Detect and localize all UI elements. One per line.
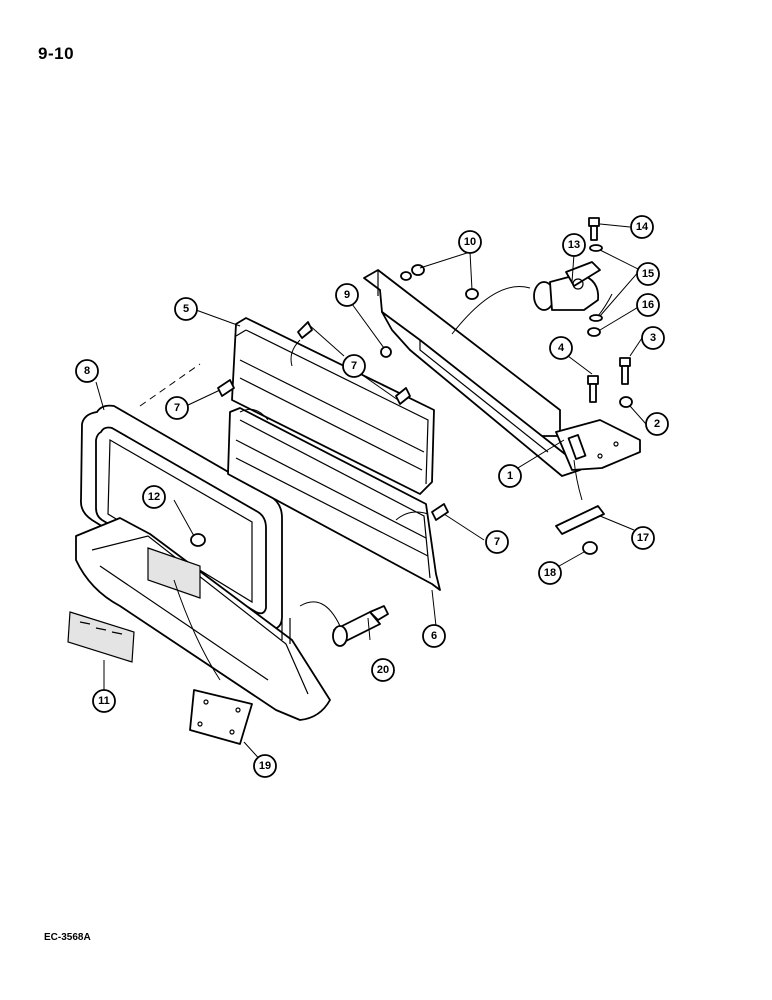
part-plate	[189, 689, 253, 745]
svg-text:6: 6	[431, 630, 437, 642]
callout-17: 17	[631, 526, 655, 550]
page-number: 9-10	[38, 44, 75, 63]
callout-19: 19	[253, 754, 277, 778]
svg-text:14: 14	[636, 221, 649, 233]
callout-2: 2	[645, 412, 669, 436]
callout-13: 13	[562, 233, 586, 257]
svg-text:17: 17	[637, 532, 649, 544]
svg-text:15: 15	[642, 268, 654, 280]
part-emblem	[67, 611, 135, 663]
callout-15: 15	[636, 262, 660, 286]
svg-text:5: 5	[183, 303, 189, 315]
callout-18: 18	[538, 561, 562, 585]
callout-7-c: 7	[485, 530, 509, 554]
callout-4: 4	[549, 336, 573, 360]
callout-12: 12	[142, 485, 166, 509]
svg-text:16: 16	[642, 299, 654, 311]
callout-14: 14	[630, 215, 654, 239]
svg-text:1: 1	[507, 470, 513, 482]
callout-20: 20	[371, 658, 395, 682]
svg-text:9: 9	[344, 289, 350, 301]
callout-7-a: 7	[342, 354, 366, 378]
svg-text:12: 12	[148, 491, 160, 503]
callout-6: 6	[422, 624, 446, 648]
callout-1: 1	[498, 464, 522, 488]
callout-5: 5	[174, 297, 198, 321]
reference-code: EC-3568A	[44, 932, 91, 943]
callout-10: 10	[458, 230, 482, 254]
svg-text:11: 11	[98, 695, 110, 707]
callout-7-b: 7	[165, 396, 189, 420]
svg-text:3: 3	[650, 332, 656, 344]
part-upper-grille-panel	[231, 317, 435, 495]
part-lower-shroud	[75, 517, 331, 721]
svg-text:20: 20	[377, 664, 389, 676]
leader-lines	[95, 223, 647, 765]
svg-text:8: 8	[84, 365, 90, 377]
part-horn	[533, 261, 601, 311]
part-grille-surround	[80, 404, 283, 630]
svg-text:18: 18	[544, 567, 556, 579]
callout-3: 3	[641, 326, 665, 350]
callout-11: 11	[92, 689, 116, 713]
callout-9: 9	[335, 283, 359, 307]
svg-text:7: 7	[494, 536, 500, 548]
callout-8: 8	[75, 359, 99, 383]
svg-text:19: 19	[259, 760, 271, 772]
callout-16: 16	[636, 293, 660, 317]
part-mounting-bracket	[363, 269, 641, 477]
svg-text:7: 7	[351, 360, 357, 372]
svg-text:4: 4	[558, 342, 565, 354]
svg-text:7: 7	[174, 402, 180, 414]
svg-text:13: 13	[568, 239, 580, 251]
svg-text:2: 2	[654, 418, 660, 430]
part-lower-grille-panel	[227, 407, 441, 591]
svg-text:10: 10	[464, 236, 476, 248]
callouts: 1 2 3 4 5 6 7 7 7 7 8 9 10 11 12 13 14 1…	[75, 215, 669, 778]
